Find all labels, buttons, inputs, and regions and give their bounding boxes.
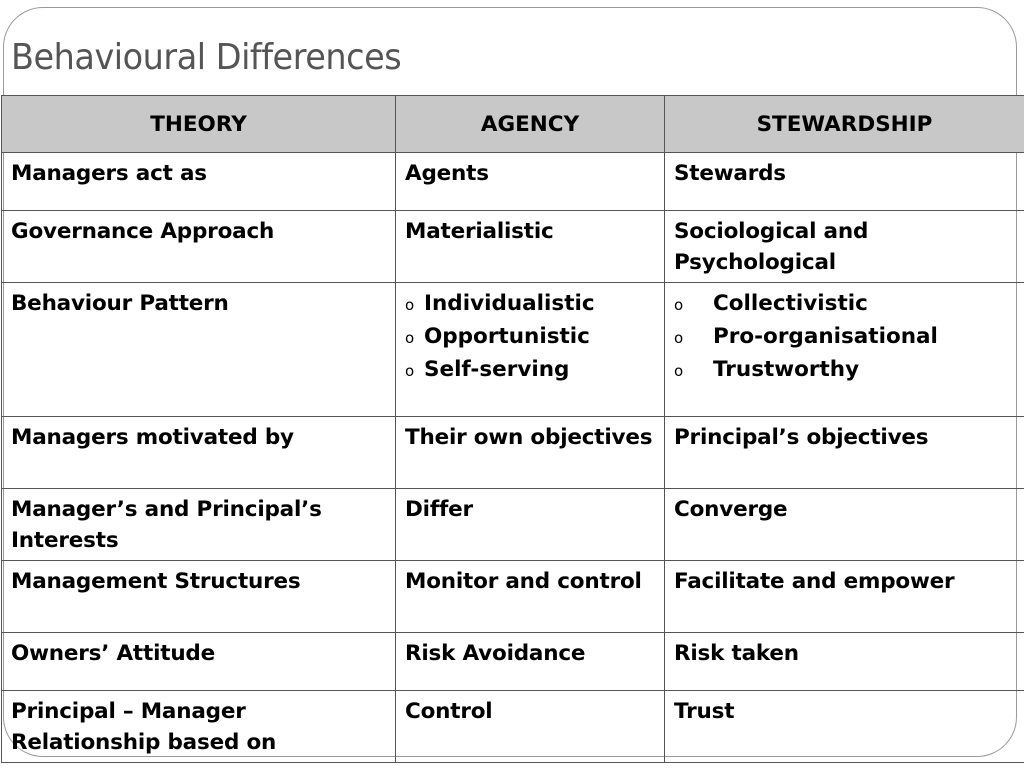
cell-stewardship: Sociological and Psychological	[664, 210, 1024, 283]
cell-text: Sociological and Psychological	[674, 219, 869, 275]
bullet-circle-icon: o	[674, 329, 684, 347]
cell-agency: Control	[395, 690, 665, 763]
cell-theory: Managers act as	[1, 152, 396, 211]
cell-text: Principal’s objectives	[674, 425, 929, 450]
cell-text: Behaviour Pattern	[11, 291, 229, 316]
list-item-label: Opportunistic	[424, 324, 590, 349]
cell-text: Control	[405, 699, 493, 724]
bullet-circle-icon: o	[405, 296, 415, 314]
cell-text: Converge	[674, 497, 788, 522]
table-row: Governance Approach Materialistic Sociol…	[1, 210, 1024, 283]
cell-theory: Principal – Manager Relationship based o…	[1, 690, 396, 763]
cell-text: Their own objectives	[405, 425, 653, 450]
comparison-table: THEORY AGENCY STEWARDSHIP Managers act a…	[1, 95, 1024, 763]
cell-text: Risk taken	[674, 641, 799, 666]
cell-text: Manager’s and Principal’s Interests	[11, 497, 322, 553]
cell-stewardship: Trust	[664, 690, 1024, 763]
list-item: o Trustworthy	[674, 354, 1015, 387]
cell-stewardship: Stewards	[664, 152, 1024, 211]
cell-text: Governance Approach	[11, 219, 275, 244]
cell-agency: Agents	[395, 152, 665, 211]
cell-text: Risk Avoidance	[405, 641, 586, 666]
header-stewardship: STEWARDSHIP	[664, 95, 1024, 153]
cell-stewardship: Risk taken	[664, 632, 1024, 691]
cell-theory: Governance Approach	[1, 210, 396, 283]
cell-theory: Owners’ Attitude	[1, 632, 396, 691]
cell-agency: Their own objectives	[395, 416, 665, 489]
cell-agency: Differ	[395, 488, 665, 561]
cell-agency: Monitor and control	[395, 560, 665, 633]
table-header-row: THEORY AGENCY STEWARDSHIP	[1, 95, 1024, 153]
bullet-circle-icon: o	[405, 329, 415, 347]
cell-text: Stewards	[674, 161, 786, 186]
cell-text: Materialistic	[405, 219, 554, 244]
bullet-circle-icon: o	[674, 296, 684, 314]
cell-text: Monitor and control	[405, 569, 642, 594]
list-item: o Collectivistic	[674, 288, 1015, 321]
list-item-label: Individualistic	[424, 291, 595, 316]
cell-text: Facilitate and empower	[674, 569, 955, 594]
cell-text: Principal – Manager Relationship based o…	[11, 699, 277, 755]
table-row: Principal – Manager Relationship based o…	[1, 690, 1024, 763]
cell-text: Differ	[405, 497, 473, 522]
list-item-label: Pro-organisational	[713, 324, 938, 349]
cell-agency: Materialistic	[395, 210, 665, 283]
list-item-label: Collectivistic	[713, 291, 868, 316]
table-row: Management Structures Monitor and contro…	[1, 560, 1024, 633]
cell-text: Agents	[405, 161, 489, 186]
list-item: o Opportunistic	[405, 321, 655, 354]
cell-stewardship: Converge	[664, 488, 1024, 561]
header-theory: THEORY	[1, 95, 396, 153]
table-row: Managers act as Agents Stewards	[1, 152, 1024, 211]
bullet-circle-icon: o	[674, 362, 684, 380]
table-row: Manager’s and Principal’s Interests Diff…	[1, 488, 1024, 561]
cell-theory: Management Structures	[1, 560, 396, 633]
list-item: o Pro-organisational	[674, 321, 1015, 354]
list-item: o Individualistic	[405, 288, 655, 321]
cell-theory: Managers motivated by	[1, 416, 396, 489]
cell-stewardship: Facilitate and empower	[664, 560, 1024, 633]
cell-theory: Manager’s and Principal’s Interests	[1, 488, 396, 561]
list-item-label: Trustworthy	[713, 357, 860, 382]
table-row: Managers motivated by Their own objectiv…	[1, 416, 1024, 489]
slide-title: Behavioural Differences	[11, 37, 402, 78]
cell-text: Owners’ Attitude	[11, 641, 215, 666]
cell-stewardship: Principal’s objectives	[664, 416, 1024, 489]
cell-theory: Behaviour Pattern	[1, 282, 396, 417]
list-item-label: Self-serving	[424, 357, 570, 382]
cell-text: Managers act as	[11, 161, 207, 186]
bullet-circle-icon: o	[405, 362, 415, 380]
cell-text: Management Structures	[11, 569, 301, 594]
table-row: Owners’ Attitude Risk Avoidance Risk tak…	[1, 632, 1024, 691]
header-agency: AGENCY	[395, 95, 665, 153]
cell-text: Trust	[674, 699, 735, 724]
cell-agency: Risk Avoidance	[395, 632, 665, 691]
cell-text: Managers motivated by	[11, 425, 294, 450]
list-item: o Self-serving	[405, 354, 655, 387]
